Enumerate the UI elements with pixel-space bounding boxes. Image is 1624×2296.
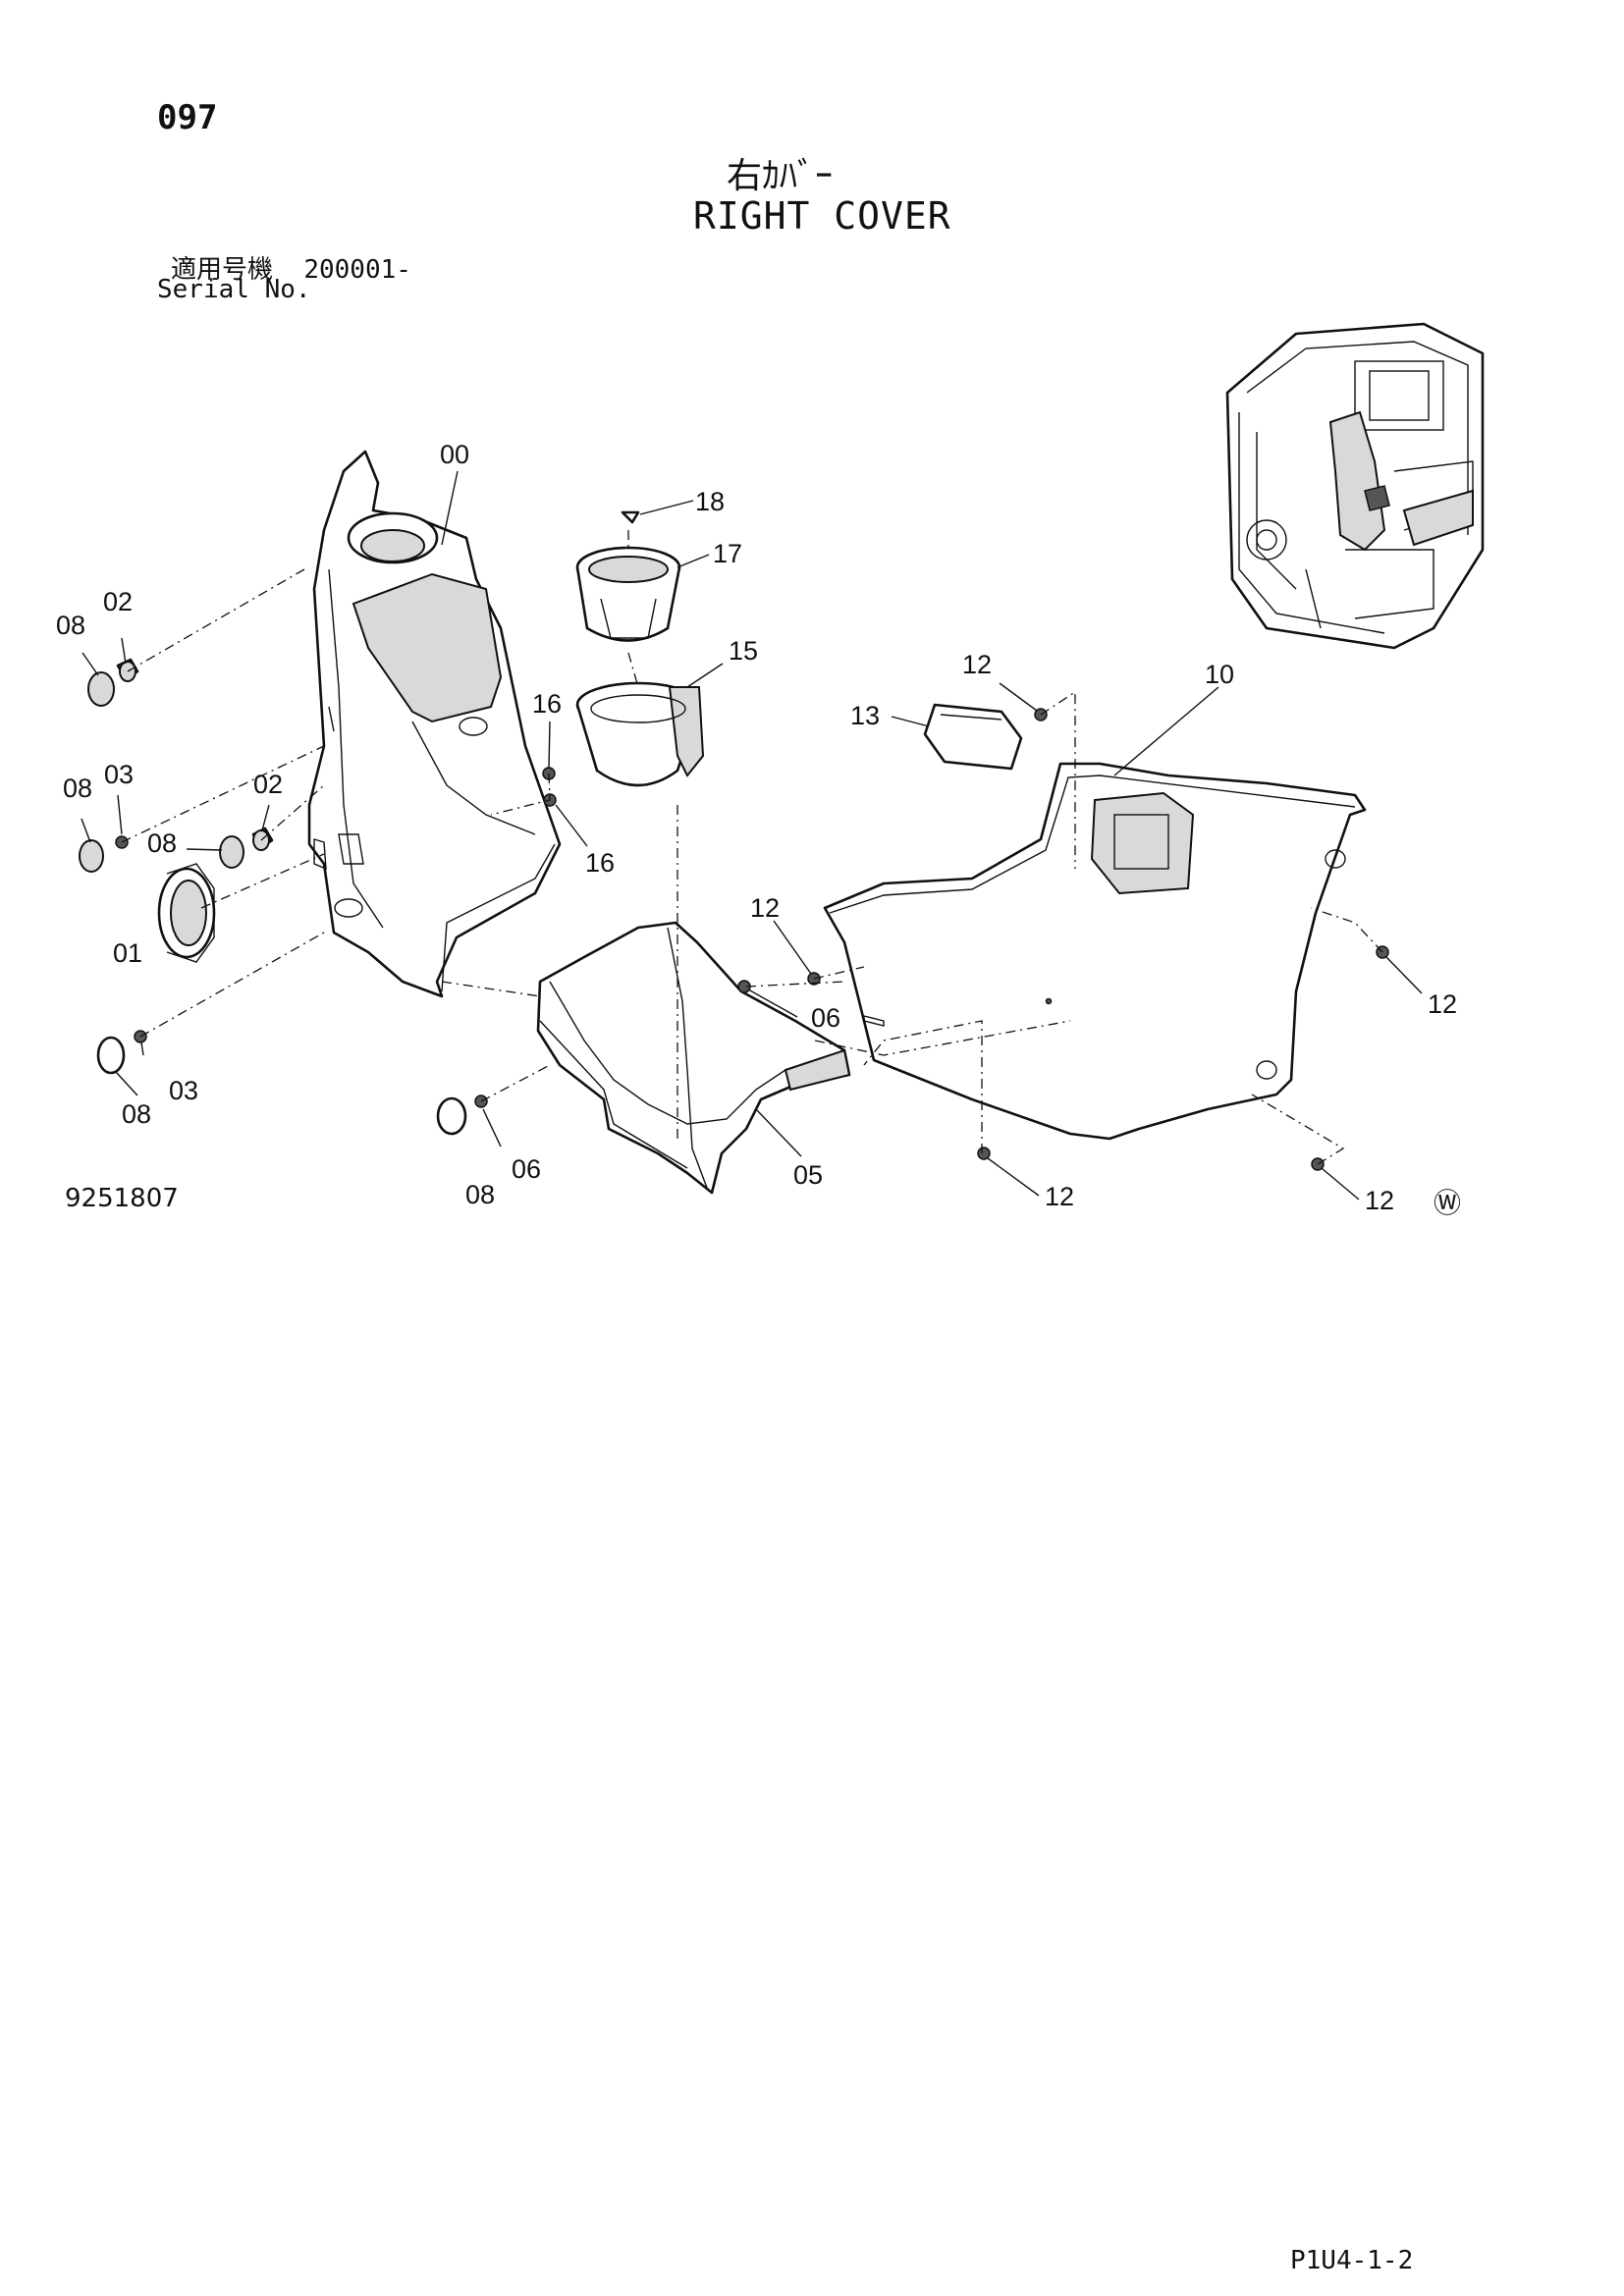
part-08-cap-d	[96, 1036, 126, 1075]
part-00-main-cover	[307, 450, 562, 998]
page-code: P1U4-1-2	[1290, 2246, 1414, 2275]
callout-12-a: 12	[962, 650, 992, 679]
part-10-side-panel	[823, 762, 1367, 1141]
callout-06-right: 06	[811, 1003, 840, 1033]
callout-12-e: 12	[1365, 1186, 1394, 1215]
page-number: 097	[157, 98, 218, 137]
callout-12-b: 12	[750, 893, 780, 923]
title-english: RIGHT COVER	[693, 194, 951, 238]
assembly-lines	[121, 530, 1383, 1165]
callout-10: 10	[1205, 660, 1234, 689]
callout-02-upper: 02	[103, 587, 133, 616]
part-13-pad	[923, 703, 1023, 771]
serial-range: 適用号機 200001-	[171, 249, 411, 286]
part-17-cupholder-ring	[575, 546, 681, 642]
part-15-cupholder	[575, 681, 705, 787]
part-18-screw	[621, 510, 640, 524]
callout-08-d: 08	[122, 1099, 151, 1129]
part-05-lower-duct	[536, 921, 851, 1195]
part-01-round-vent	[157, 863, 216, 963]
callout-16-lower: 16	[585, 848, 615, 878]
callout-05: 05	[793, 1160, 823, 1190]
callout-03-lower: 03	[169, 1076, 198, 1105]
cab-location-inset	[1225, 322, 1485, 650]
part-12-screw-d	[977, 1147, 991, 1160]
serial-value: 200001-	[303, 255, 411, 285]
leader-lines	[81, 470, 1423, 1201]
part-08-cap-b	[79, 839, 104, 873]
callout-06-left: 06	[512, 1154, 541, 1184]
callout-13: 13	[850, 701, 880, 730]
callout-15: 15	[729, 636, 758, 666]
callout-08-a: 08	[56, 611, 85, 640]
serial-label-jp: 適用号機	[171, 255, 274, 285]
callout-labels: 00 01 02 02 03 03 05 06 06 08 08 08 08 0…	[56, 440, 1457, 1215]
illustration-number: 9251807	[65, 1184, 179, 1213]
watermark-symbol: Ⓦ	[1434, 1187, 1462, 1219]
part-08-cap-a	[87, 671, 115, 707]
callout-12-c: 12	[1428, 989, 1457, 1019]
callout-16-upper: 16	[532, 689, 562, 719]
part-08-cap-e	[436, 1096, 467, 1136]
callout-12-d: 12	[1045, 1182, 1074, 1211]
callout-08-e: 08	[465, 1180, 495, 1209]
callout-00: 00	[440, 440, 469, 469]
callout-03-upper: 03	[104, 760, 134, 789]
callout-08-b: 08	[63, 774, 92, 803]
part-02-bolt-upper	[116, 658, 139, 682]
part-08-cap-c	[219, 835, 244, 869]
callout-01: 01	[113, 938, 142, 968]
serial-label-en: Serial No.	[157, 275, 311, 304]
callout-17: 17	[713, 539, 742, 568]
title-japanese: 右ｶﾊﾞｰ	[727, 156, 834, 196]
callout-02-lower: 02	[253, 770, 283, 799]
callout-08-c: 08	[147, 828, 177, 858]
callout-18: 18	[695, 487, 725, 516]
